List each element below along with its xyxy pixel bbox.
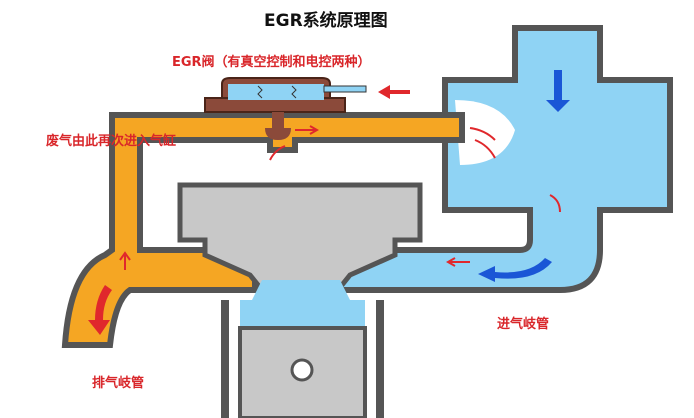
exhaust-system <box>61 112 465 348</box>
diagram-title: EGR系统原理图 <box>264 11 388 31</box>
egr-valve-label: EGR阀（有真空控制和电控两种） <box>172 55 371 70</box>
recirculation-label: 废气由此再次进入气缸 <box>46 134 177 149</box>
arrow-down-icon <box>546 70 570 112</box>
exhaust-manifold-label: 排气岐管 <box>92 376 145 391</box>
flow-arrows <box>88 70 570 335</box>
cylinder <box>221 280 384 418</box>
arrow-down-red-icon <box>88 285 112 335</box>
egr-valve <box>204 77 367 140</box>
intake-manifold-label: 进气岐管 <box>497 317 550 332</box>
arrow-left-red-icon <box>378 85 410 99</box>
arrow-left-icon <box>478 258 552 282</box>
